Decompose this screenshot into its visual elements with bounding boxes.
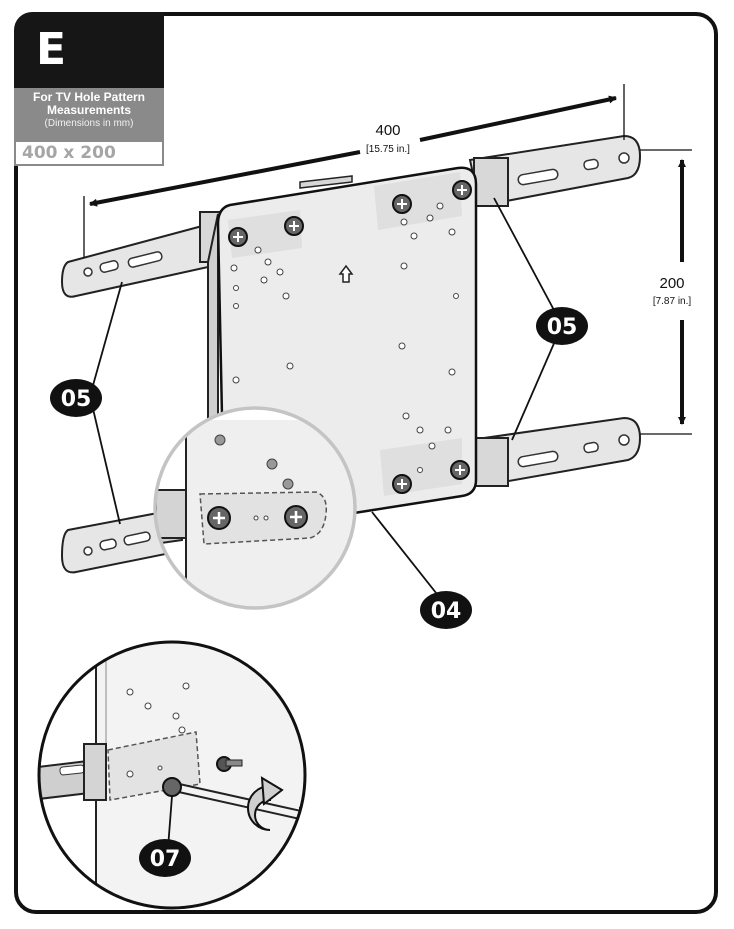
screw-install-detail [37,640,307,910]
mounting-plate [207,166,478,533]
rotate-arrow-icon [247,776,284,831]
detail-magnifier [153,406,357,610]
step-header: E For TV Hole Pattern Measurements (Dime… [14,12,164,166]
width-dimension: 400 [15.75 in.] [83,84,625,258]
caption-line-2: Measurements [46,103,132,117]
callout-05-right-label: 05 [547,315,578,340]
arm-lower-right [468,416,642,488]
step-letter: E [14,12,164,88]
height-value: 200 [659,275,684,292]
caption-line-3: (Dimensions in mm) [44,118,134,129]
height-inches: [7.87 in.] [653,296,692,307]
callout-05-right: 05 [536,307,588,345]
width-value: 400 [375,122,400,139]
callout-05-left-label: 05 [61,387,92,412]
width-inches: [15.75 in.] [366,144,410,155]
screw-icon [228,180,472,494]
hole-pattern-size: 400 x 200 [14,142,164,166]
height-dimension: 200 [7.87 in.] [640,149,692,435]
caption-line-1: For TV Hole Pattern [32,90,145,104]
arm-upper-right [468,134,642,208]
step-caption: For TV Hole Pattern Measurements (Dimens… [14,88,164,142]
callout-04-label: 04 [431,599,462,624]
arrow-up-icon [338,264,354,283]
callout-07: 07 [139,839,191,877]
callout-04: 04 [420,591,472,629]
callout-05-left: 05 [50,379,102,417]
callout-07-label: 07 [150,847,181,872]
